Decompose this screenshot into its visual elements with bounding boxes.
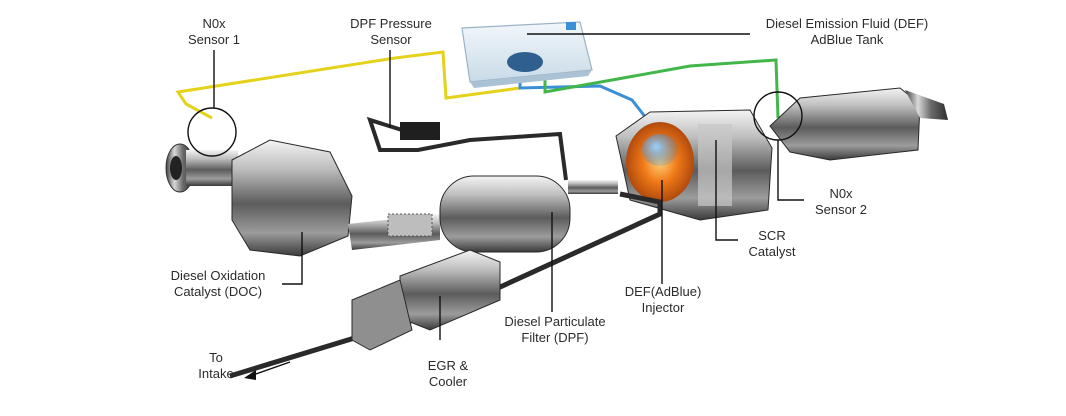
to-intake-arrow: [244, 361, 291, 380]
dpf-body: [439, 175, 618, 253]
label-line: Sensor: [370, 32, 412, 47]
label-line: Intake: [198, 366, 234, 381]
label-line: Catalyst: [748, 244, 796, 259]
label-egr-cooler: EGR & Cooler: [418, 358, 478, 390]
label-line: To: [209, 350, 223, 365]
label-line: N0x: [202, 16, 226, 31]
label-line: AdBlue Tank: [810, 32, 884, 47]
label-def-tank: Diesel Emission Fluid (DEF) AdBlue Tank: [752, 16, 942, 48]
label-line: Injector: [641, 300, 685, 315]
label-nox-sensor-1: N0x Sensor 1: [182, 16, 246, 48]
label-line: Filter (DPF): [521, 330, 589, 345]
label-line: Diesel Particulate: [504, 314, 606, 329]
scr-body: [615, 109, 773, 221]
nox1-circle: [187, 107, 237, 157]
label-line: Diesel Emission Fluid (DEF): [765, 16, 929, 31]
egr-cooler: [351, 249, 501, 351]
dpf-pressure-sensor-body: [400, 122, 440, 140]
label-scr-catalyst: SCR Catalyst: [740, 228, 804, 260]
label-line: SCR: [758, 228, 786, 243]
inlet-flange: [165, 143, 238, 193]
leader-lines: [213, 33, 804, 340]
label-nox-sensor-2: N0x Sensor 2: [806, 186, 876, 218]
label-line: Diesel Oxidation: [170, 268, 266, 283]
label-dpf-pressure-sensor: DPF Pressure Sensor: [336, 16, 446, 48]
label-line: Cooler: [428, 374, 468, 389]
label-line: DEF(AdBlue): [624, 284, 702, 299]
label-line: Catalyst (DOC): [173, 284, 263, 299]
label-line: N0x: [829, 186, 853, 201]
def-green-line: [543, 58, 780, 119]
label-line: EGR &: [427, 358, 469, 373]
label-line: Sensor 2: [814, 202, 868, 217]
label-to-intake: To Intake: [186, 350, 246, 382]
flex-pipe: [387, 213, 433, 237]
def-tank: [461, 21, 593, 88]
nox1-wire: [175, 50, 521, 120]
dpf-pressure-hose: [366, 116, 568, 181]
label-line: DPF Pressure: [350, 16, 432, 31]
label-line: Sensor 1: [187, 32, 241, 47]
doc-body: [231, 139, 440, 257]
label-doc: Diesel Oxidation Catalyst (DOC): [158, 268, 278, 300]
muffler: [769, 87, 948, 161]
label-def-injector: DEF(AdBlue) Injector: [618, 284, 708, 316]
label-dpf: Diesel Particulate Filter (DPF): [494, 314, 616, 346]
